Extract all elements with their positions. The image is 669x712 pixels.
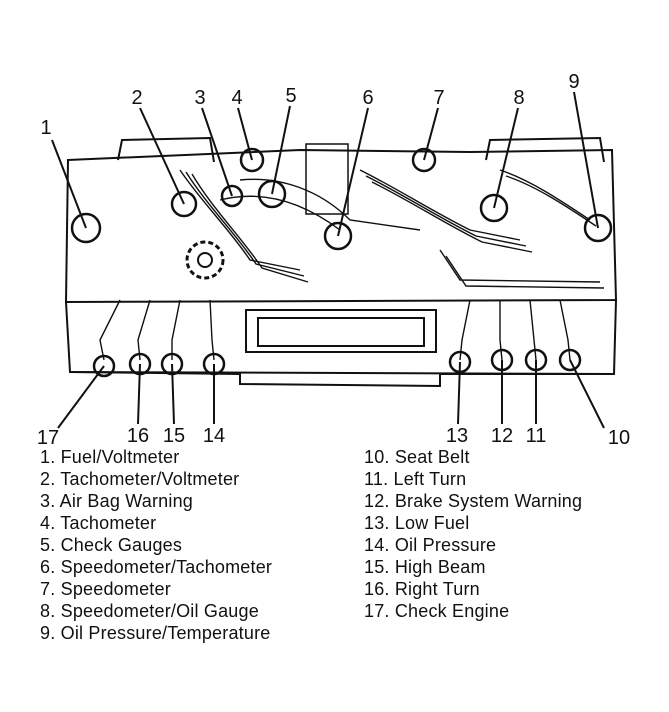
bulb-sockets-upper [70, 147, 613, 251]
circuit-traces [99, 169, 605, 361]
callout-leader-lines [51, 91, 605, 429]
legend-item: 2. Tachometer/Voltmeter [40, 469, 240, 489]
legend-item: 3. Air Bag Warning [40, 491, 194, 511]
legend-left-column: 1. Fuel/Voltmeter 2. Tachometer/Voltmete… [40, 446, 272, 644]
legend-item: 16. Right Turn [364, 579, 480, 599]
instrument-cluster-circuit-diagram [51, 91, 618, 429]
callout-16: 16 [126, 425, 150, 447]
legend-item: 7. Speedometer [40, 579, 171, 599]
legend-item: 10. Seat Belt [364, 447, 470, 467]
legend-item: 1. Fuel/Voltmeter [40, 447, 180, 467]
callout-8: 8 [513, 87, 525, 109]
center-display-window-inner [257, 317, 425, 347]
callout-13: 13 [445, 425, 469, 447]
legend-item: 5. Check Gauges [40, 535, 183, 555]
callout-11: 11 [525, 425, 547, 447]
callout-7: 7 [433, 87, 445, 109]
callout-10: 10 [607, 427, 631, 449]
callout-4: 4 [231, 87, 243, 109]
top-left-connector-bracket [117, 136, 215, 163]
legend-item: 14. Oil Pressure [364, 535, 497, 555]
center-display-window [245, 309, 437, 353]
legend-item: 17. Check Engine [364, 601, 510, 621]
legend-item: 15. High Beam [364, 557, 486, 577]
lower-housing-base [69, 371, 614, 388]
legend-item: 4. Tachometer [40, 513, 157, 533]
gear-connector [185, 240, 225, 280]
lower-housing [65, 299, 617, 376]
gauge-connector-block [305, 143, 349, 215]
legend-item: 6. Speedometer/Tachometer [40, 557, 273, 577]
callout-14: 14 [202, 425, 226, 447]
callout-5: 5 [285, 85, 297, 107]
callout-1: 1 [40, 117, 52, 139]
legend-item: 9. Oil Pressure/Temperature [40, 623, 271, 643]
callout-3: 3 [194, 87, 206, 109]
callout-17: 17 [36, 427, 60, 449]
legend-item: 8. Speedometer/Oil Gauge [40, 601, 259, 621]
legend-item: 12. Brake System Warning [364, 491, 583, 511]
callout-6: 6 [362, 87, 374, 109]
callout-15: 15 [162, 425, 186, 447]
legend-item: 13. Low Fuel [364, 513, 470, 533]
callout-9: 9 [568, 71, 580, 93]
legend-right-column: 10. Seat Belt 11. Left Turn 12. Brake Sy… [364, 446, 582, 622]
legend-item: 11. Left Turn [364, 469, 467, 489]
callout-12: 12 [490, 425, 514, 447]
callout-2: 2 [131, 87, 143, 109]
